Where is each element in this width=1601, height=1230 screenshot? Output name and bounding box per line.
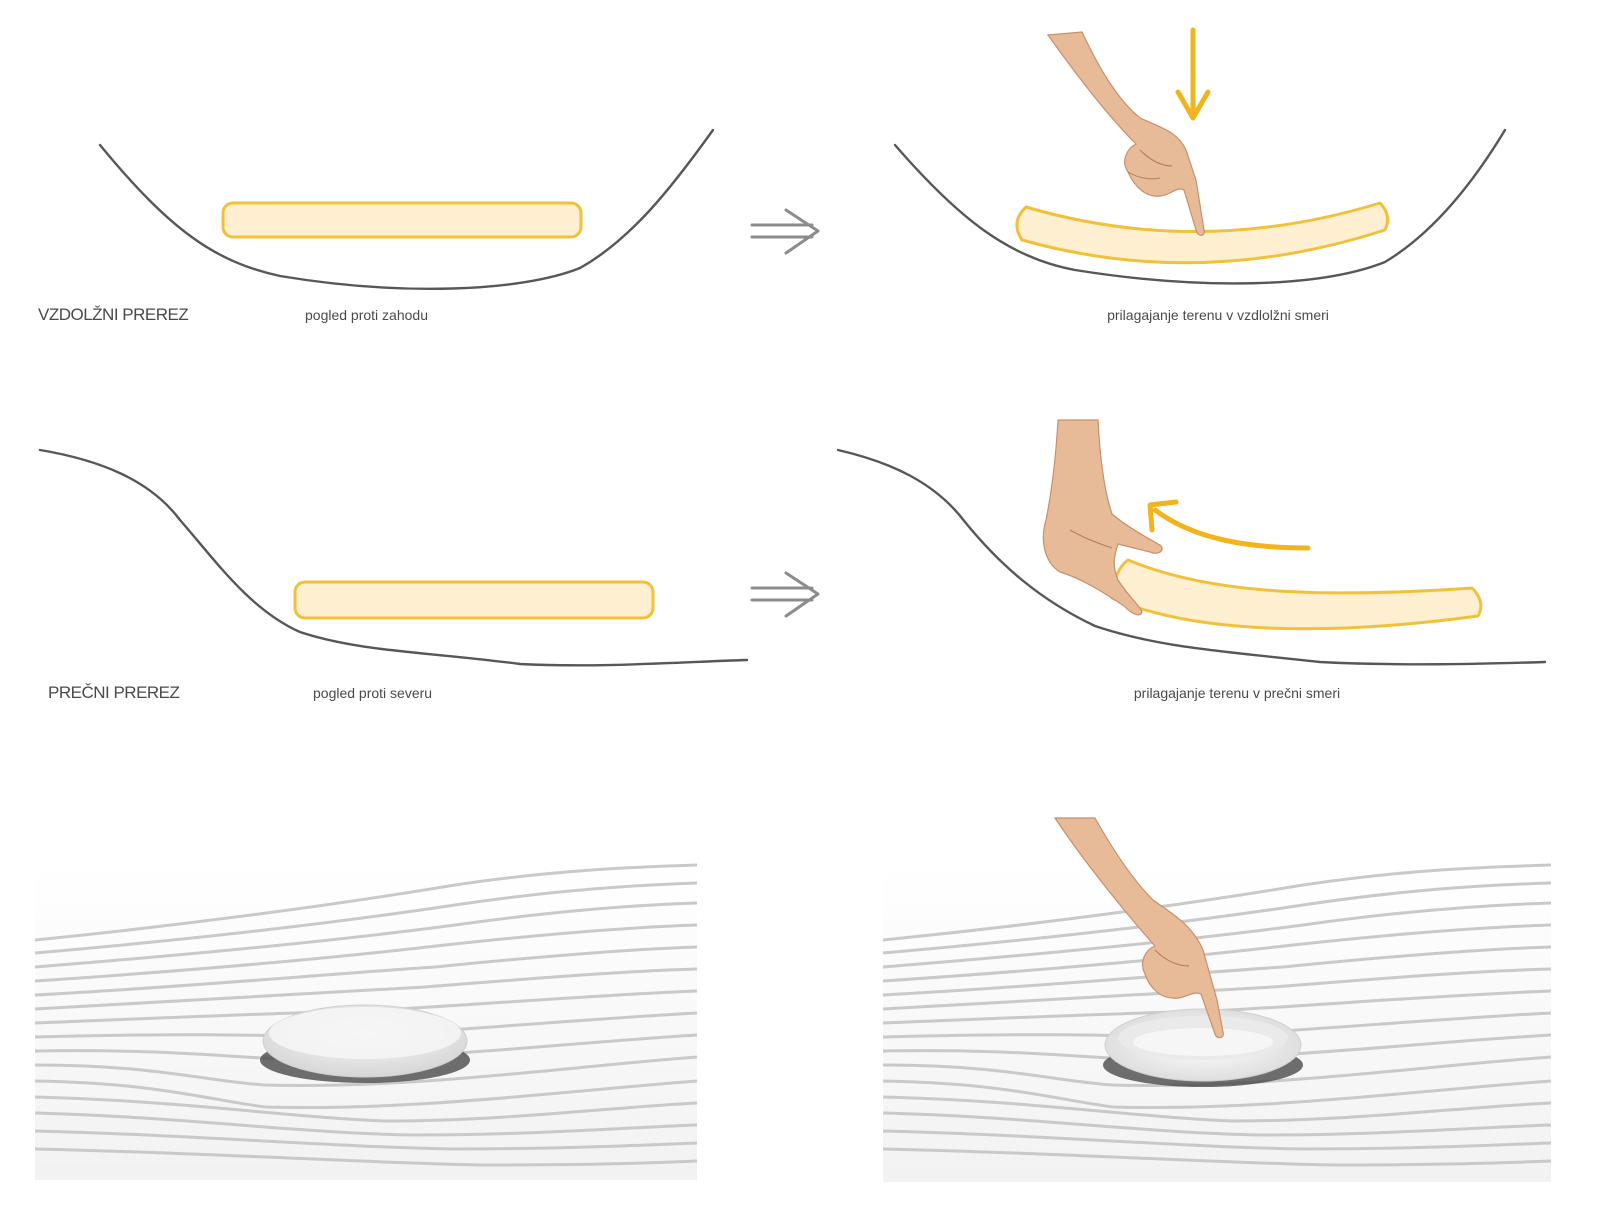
terrain-profile-transverse-adapted <box>838 450 1545 664</box>
double-line-right-arrow-icon <box>752 210 818 253</box>
bent-board-transverse <box>1112 560 1481 629</box>
terrain-render-before-svg <box>35 845 697 1180</box>
adaptation-label-transverse: prilagajanje terenu v prečni smeri <box>1134 685 1340 701</box>
section-sketches <box>0 0 1601 760</box>
view-label-west: pogled proti zahodu <box>305 307 428 323</box>
section-label-transverse: PREČNI PREREZ <box>48 683 179 703</box>
terrain-render-after-svg <box>883 810 1551 1182</box>
terrain-profile-transverse <box>40 450 747 665</box>
terrain-model-render-before <box>35 845 697 1180</box>
down-arrow-icon <box>1178 30 1208 118</box>
flat-board-transverse <box>295 582 653 618</box>
view-label-north: pogled proti severu <box>313 685 432 701</box>
adaptation-label-longitudinal: prilagajanje terenu v vzdlolžni smeri <box>1107 307 1329 323</box>
section-label-longitudinal: VZDOLŽNI PREREZ <box>38 305 188 325</box>
double-line-right-arrow-icon <box>752 573 818 616</box>
terrain-model-render-after <box>883 810 1551 1182</box>
pointing-hand-icon <box>1048 32 1204 235</box>
flat-board-longitudinal <box>223 203 581 237</box>
curved-up-left-arrow-icon <box>1150 502 1308 548</box>
